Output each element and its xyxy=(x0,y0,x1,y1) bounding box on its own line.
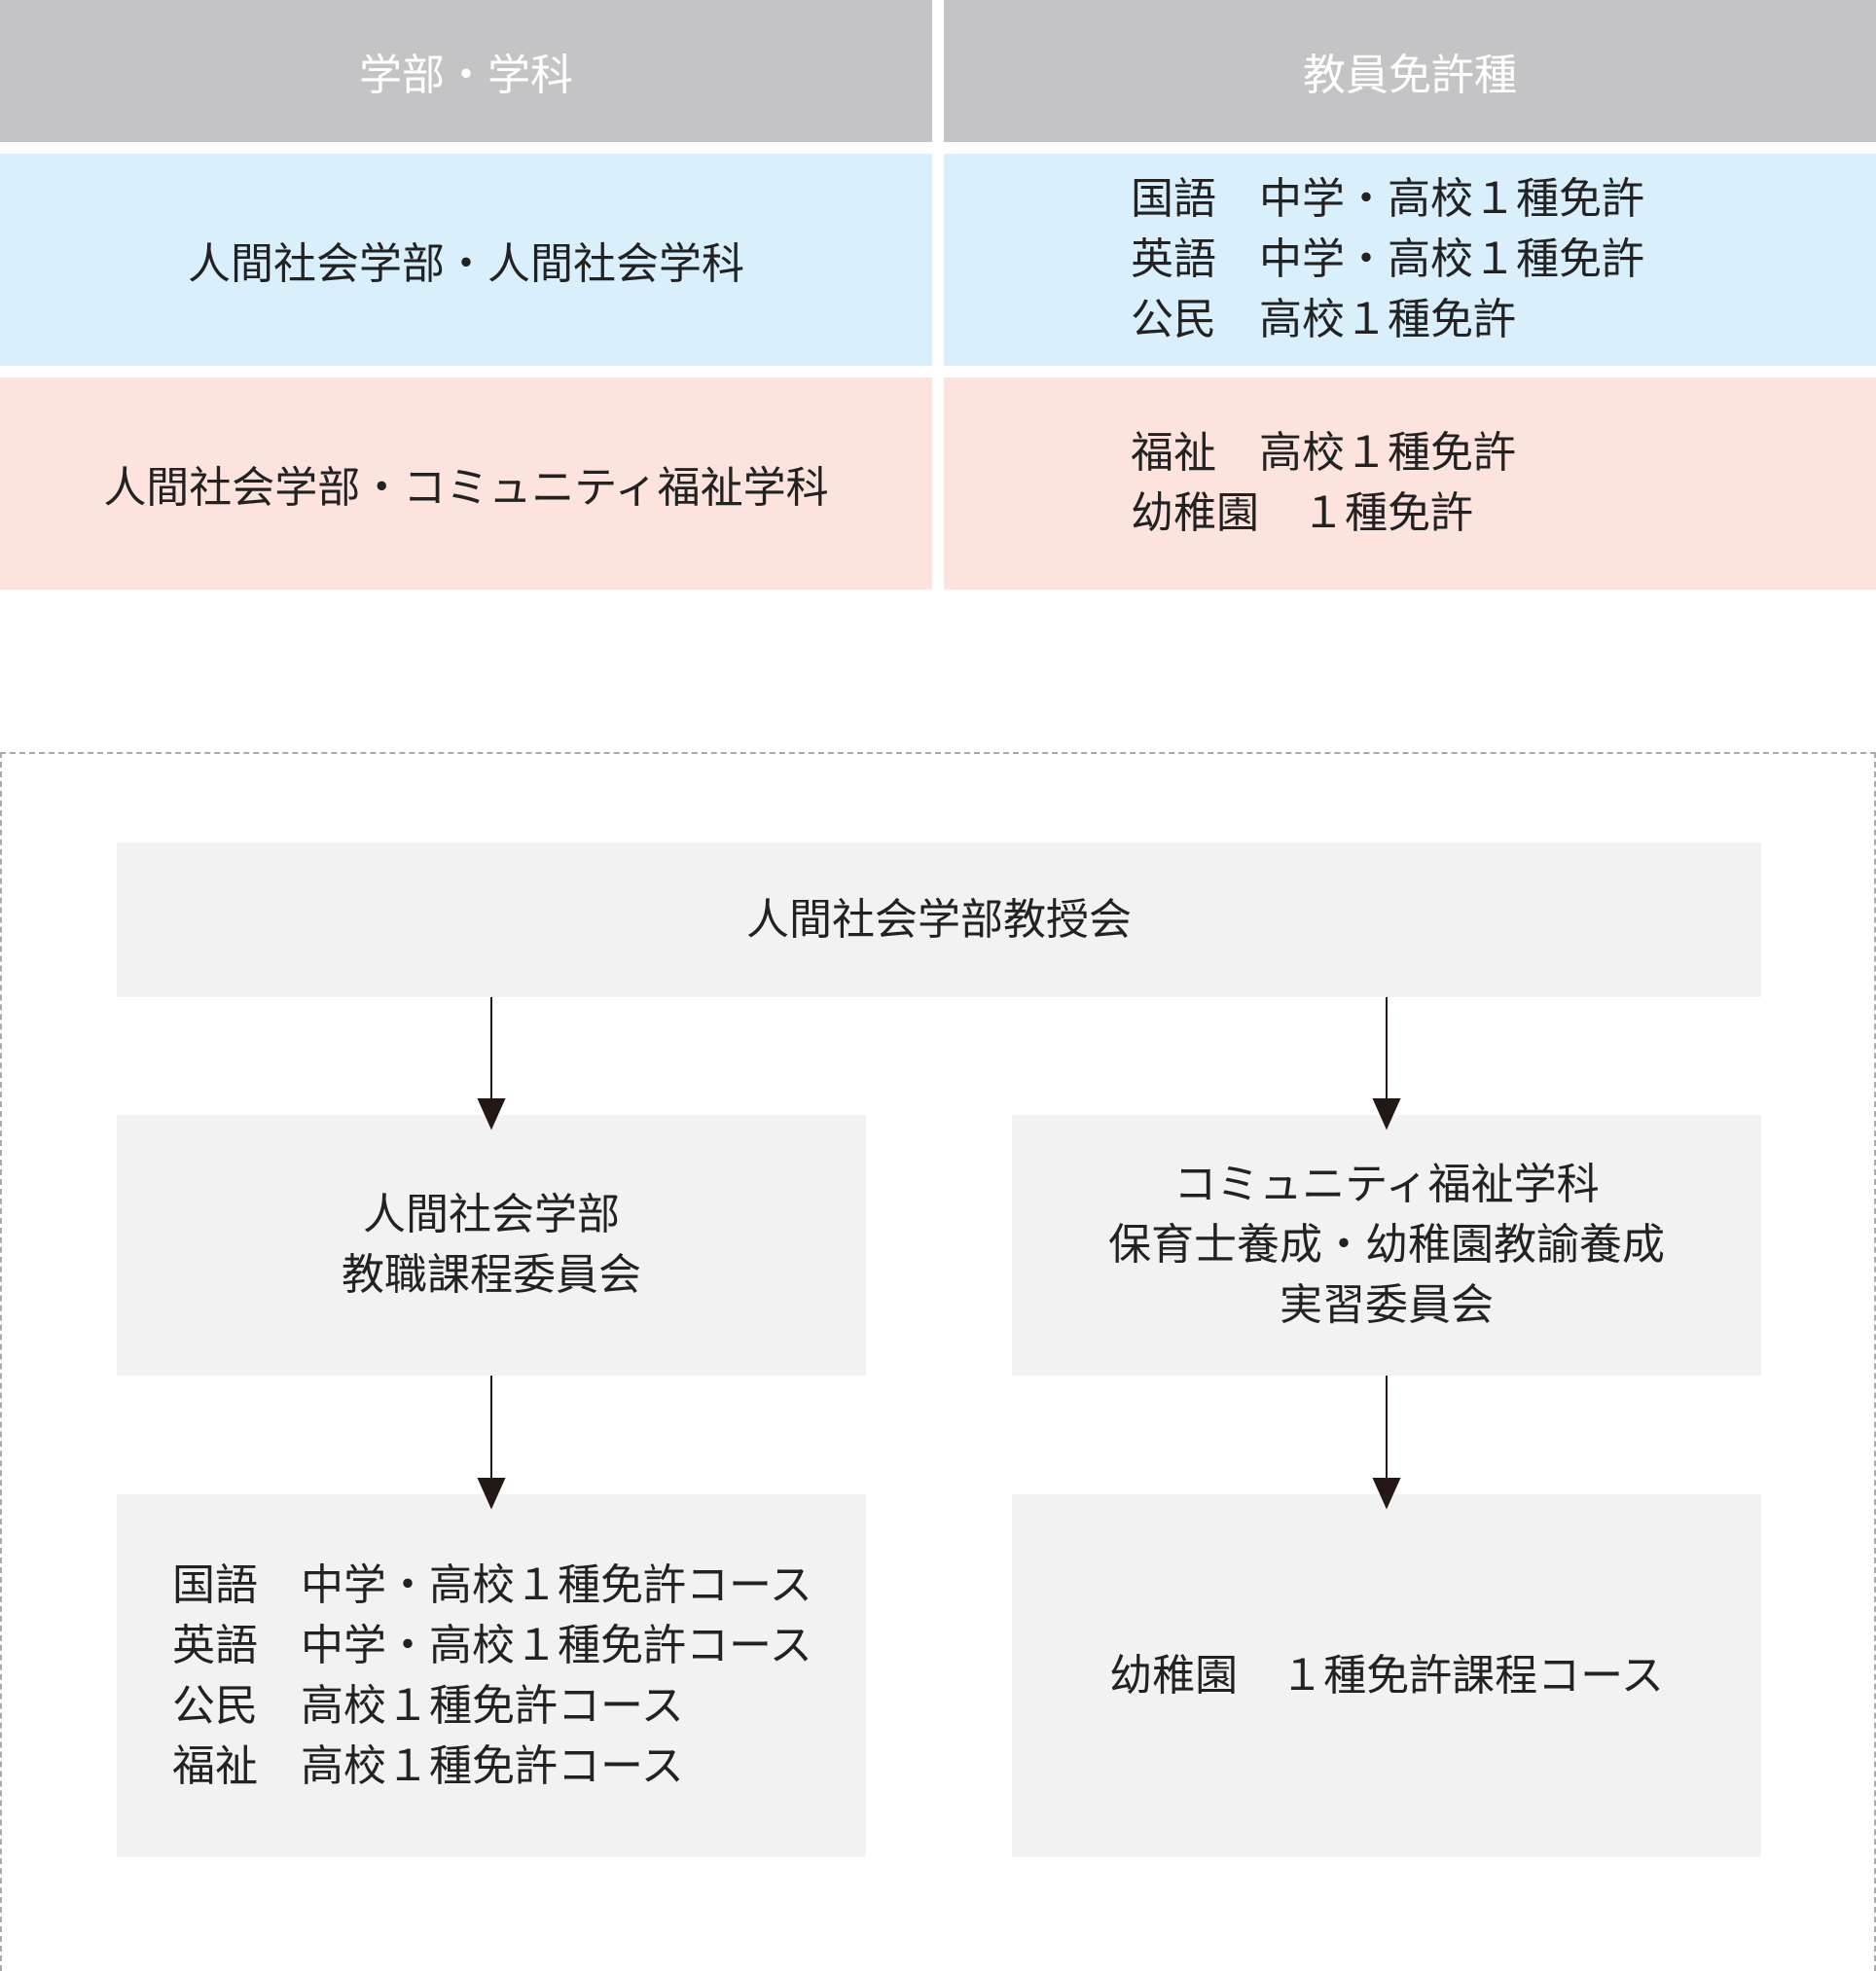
row2-license-2: 幼稚園 １種免許 xyxy=(1131,488,1473,538)
row1-license-3: 公民 高校１種免許 xyxy=(1131,295,1516,344)
header-license-label: 教員免許種 xyxy=(1303,51,1517,100)
arrowhead-top-left xyxy=(477,1098,506,1130)
row2-department: 人間社会学部・コミュニティ福祉学科 xyxy=(0,377,932,590)
secondary-courses-box: 国語 中学・高校１種免許コース 英語 中学・高校１種免許コース 公民 高校１種免… xyxy=(117,1494,866,1857)
row2-license-1: 福祉 高校１種免許 xyxy=(1131,428,1516,478)
faculty-council-label: 人間社会学部教授会 xyxy=(746,894,1132,945)
row1-department: 人間社会学部・人間社会学科 xyxy=(0,154,932,366)
course-line-3: 公民 高校１種免許コース xyxy=(172,1680,684,1731)
course-line-1: 国語 中学・高校１種免許コース xyxy=(172,1559,812,1610)
row1-licenses: 国語 中学・高校１種免許 英語 中学・高校１種免許 公民 高校１種免許 xyxy=(944,154,1876,366)
kindergarten-course-label: 幼稚園 １種免許課程コース xyxy=(1109,1650,1664,1701)
row2-licenses: 福祉 高校１種免許 幼稚園 １種免許 xyxy=(944,377,1876,590)
kindergarten-course-box: 幼稚園 １種免許課程コース xyxy=(1012,1494,1761,1857)
teacher-training-committee-box: 人間社会学部 教職課程委員会 xyxy=(117,1115,866,1376)
left-committee-line-2: 教職課程委員会 xyxy=(342,1250,641,1300)
row1-department-label: 人間社会学部・人間社会学科 xyxy=(188,239,744,289)
arrowhead-mid-left xyxy=(477,1478,506,1510)
right-committee-line-3: 実習委員会 xyxy=(1280,1280,1494,1330)
course-line-2: 英語 中学・高校１種免許コース xyxy=(172,1620,812,1670)
right-committee-line-2: 保育士養成・幼稚園教諭養成 xyxy=(1108,1220,1665,1270)
faculty-council-box: 人間社会学部教授会 xyxy=(117,842,1761,997)
table-header-department: 学部・学科 xyxy=(0,0,932,142)
left-committee-line-1: 人間社会学部 xyxy=(363,1190,620,1239)
row2-department-label: 人間社会学部・コミュニティ福祉学科 xyxy=(103,463,829,513)
practicum-committee-box: コミュニティ福祉学科 保育士養成・幼稚園教諭養成 実習委員会 xyxy=(1012,1115,1761,1376)
course-line-4: 福祉 高校１種免許コース xyxy=(172,1740,684,1791)
arrowhead-top-right xyxy=(1372,1098,1401,1130)
table-header-license: 教員免許種 xyxy=(944,0,1876,142)
right-committee-line-1: コミュニティ福祉学科 xyxy=(1173,1160,1600,1209)
org-chart-frame xyxy=(0,752,1876,1971)
arrowhead-mid-right xyxy=(1372,1478,1401,1510)
header-department-label: 学部・学科 xyxy=(359,51,573,100)
row1-license-2: 英語 中学・高校１種免許 xyxy=(1131,234,1644,284)
row1-license-1: 国語 中学・高校１種免許 xyxy=(1131,174,1644,224)
